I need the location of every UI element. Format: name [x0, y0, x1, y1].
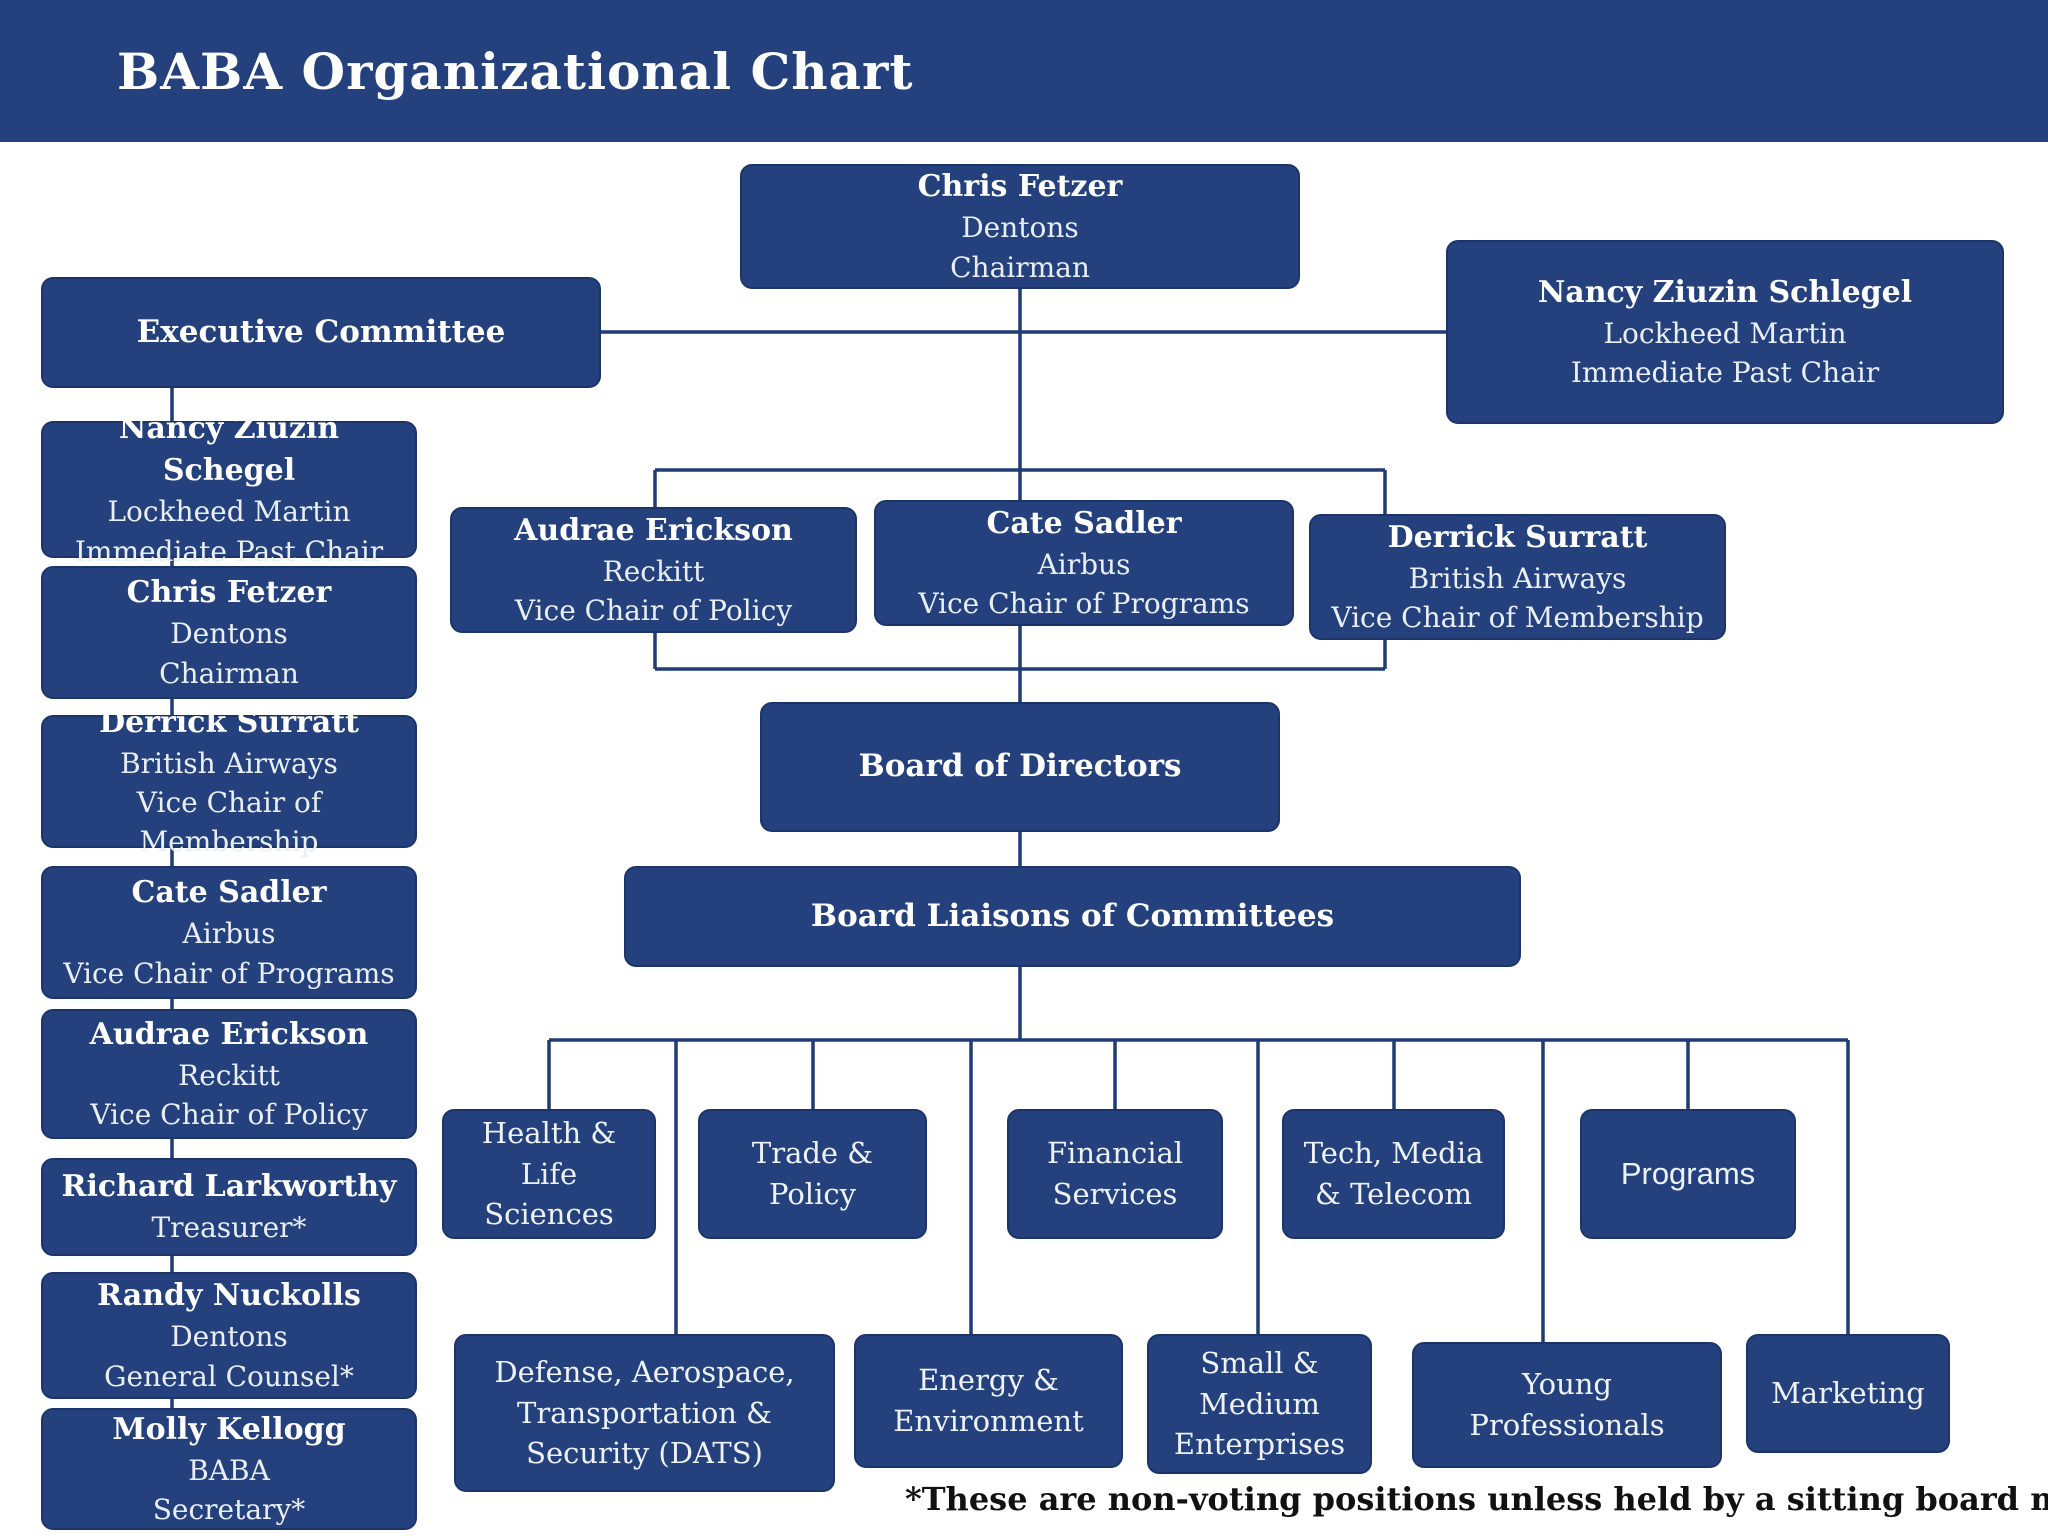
- person-name: Richard Larkworthy: [61, 1169, 397, 1205]
- person-org: BABA: [188, 1453, 270, 1487]
- committee-financial-services: Financial Services: [1007, 1109, 1223, 1239]
- committee-young-professionals: Young Professionals: [1412, 1342, 1722, 1468]
- node-vice-chair-membership: Derrick Surratt British Airways Vice Cha…: [1309, 514, 1726, 640]
- person-org: Dentons: [961, 211, 1079, 245]
- node-executive-committee: Executive Committee: [41, 277, 601, 388]
- committee-label: Energy & Environment: [893, 1363, 1084, 1438]
- node-vice-chair-programs: Cate Sadler Airbus Vice Chair of Program…: [874, 500, 1294, 626]
- committee-label: Programs: [1620, 1156, 1756, 1192]
- node-board-of-directors: Board of Directors: [760, 702, 1280, 832]
- committee-label: Marketing: [1771, 1376, 1925, 1411]
- person-name: Molly Kellogg: [112, 1411, 346, 1447]
- person-org: Reckitt: [178, 1058, 280, 1092]
- footnote: *These are non-voting positions unless h…: [905, 1480, 2048, 1518]
- person-name: Derrick Surratt: [99, 704, 359, 740]
- committee-energy-environment: Energy & Environment: [854, 1334, 1123, 1468]
- person-org: Airbus: [1037, 547, 1131, 581]
- committee-trade-policy: Trade & Policy: [698, 1109, 927, 1239]
- committee-tech-media-telecom: Tech, Media & Telecom: [1282, 1109, 1505, 1239]
- person-role: Vice Chair of Programs: [918, 587, 1250, 620]
- committee-health-life-sciences: Health & Life Sciences: [442, 1109, 656, 1239]
- person-name: Nancy Ziuzin Schegel: [118, 411, 340, 489]
- person-role: Immediate Past Chair: [74, 534, 384, 568]
- person-org: Airbus: [182, 917, 276, 951]
- person-org: Dentons: [170, 1320, 288, 1354]
- committee-dats: Defense, Aerospace, Transportation & Sec…: [454, 1334, 835, 1492]
- person-name: Chris Fetzer: [917, 169, 1123, 205]
- exec-member: Chris Fetzer Dentons Chairman: [41, 566, 417, 699]
- node-immediate-past-chair: Nancy Ziuzin Schlegel Lockheed Martin Im…: [1446, 240, 2004, 424]
- person-role: Vice Chair of Programs: [63, 956, 395, 990]
- committee-label: Tech, Media & Telecom: [1303, 1136, 1484, 1211]
- person-role: Chairman: [950, 250, 1090, 284]
- person-org: Lockheed Martin: [107, 495, 351, 529]
- person-org: Dentons: [170, 617, 288, 651]
- person-role: Secretary*: [152, 1493, 306, 1526]
- executive-committee-label: Executive Committee: [136, 313, 506, 350]
- person-name: Audrae Erickson: [89, 1016, 369, 1052]
- person-name: Audrae Erickson: [514, 512, 793, 548]
- committee-programs: Programs: [1580, 1109, 1796, 1239]
- committee-marketing: Marketing: [1746, 1334, 1950, 1453]
- person-name: Randy Nuckolls: [97, 1278, 361, 1314]
- person-org: British Airways: [1408, 561, 1627, 595]
- board-liaisons-label: Board Liaisons of Committees: [810, 897, 1335, 934]
- person-name: Cate Sadler: [131, 875, 327, 911]
- person-org: Reckitt: [602, 554, 705, 588]
- person-name: Nancy Ziuzin Schlegel: [1537, 274, 1913, 310]
- committee-label: Financial Services: [1046, 1136, 1184, 1211]
- committee-label: Small & Medium Enterprises: [1173, 1346, 1346, 1462]
- exec-member: Derrick Surratt British Airways Vice Cha…: [41, 705, 417, 858]
- node-chairman: Chris Fetzer Dentons Chairman: [740, 164, 1300, 289]
- exec-member: Cate Sadler Airbus Vice Chair of Program…: [41, 866, 417, 999]
- person-role: Vice Chair of Membership: [136, 785, 322, 859]
- person-role: Vice Chair of Membership: [1331, 601, 1704, 634]
- person-name: Derrick Surratt: [1387, 519, 1648, 555]
- person-role: Vice Chair of Policy: [90, 1098, 368, 1131]
- exec-member: Audrae Erickson Reckitt Vice Chair of Po…: [41, 1009, 417, 1139]
- page-title: BABA Organizational Chart: [117, 41, 914, 101]
- node-board-liaisons: Board Liaisons of Committees: [624, 866, 1521, 967]
- header-bar: BABA Organizational Chart: [0, 0, 2048, 142]
- person-role: Treasurer*: [151, 1211, 307, 1245]
- committee-label: Defense, Aerospace, Transportation & Sec…: [494, 1355, 795, 1471]
- person-name: Chris Fetzer: [126, 575, 332, 611]
- exec-member: Molly Kellogg BABA Secretary*: [41, 1408, 417, 1530]
- person-role: General Counsel*: [104, 1359, 354, 1393]
- person-role: Chairman: [159, 656, 299, 690]
- exec-member: Nancy Ziuzin Schegel Lockheed Martin Imm…: [41, 411, 417, 568]
- committee-small-medium-enterprises: Small & Medium Enterprises: [1147, 1334, 1372, 1474]
- exec-member: Richard Larkworthy Treasurer*: [41, 1158, 417, 1256]
- board-of-directors-label: Board of Directors: [858, 748, 1182, 785]
- person-role: Immediate Past Chair: [1570, 356, 1880, 389]
- committee-label: Young Professionals: [1469, 1367, 1665, 1442]
- person-org: Lockheed Martin: [1603, 316, 1847, 350]
- committee-label: Trade & Policy: [751, 1136, 874, 1211]
- person-role: Vice Chair of Policy: [514, 594, 793, 627]
- exec-member: Randy Nuckolls Dentons General Counsel*: [41, 1272, 417, 1399]
- committee-label: Health & Life Sciences: [481, 1116, 617, 1232]
- person-name: Cate Sadler: [986, 505, 1182, 541]
- node-vice-chair-policy: Audrae Erickson Reckitt Vice Chair of Po…: [450, 507, 857, 633]
- person-org: British Airways: [120, 746, 338, 780]
